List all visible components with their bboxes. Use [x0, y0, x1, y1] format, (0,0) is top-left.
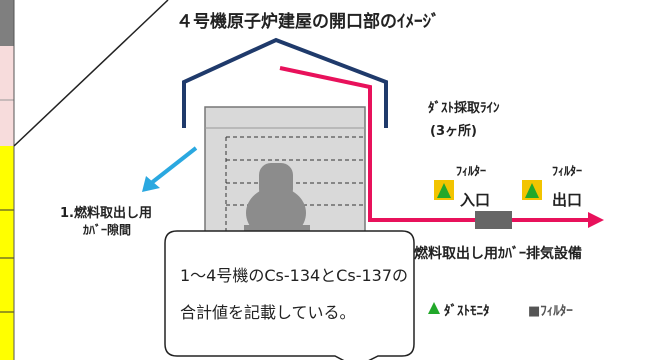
left-table-fragment — [0, 0, 169, 360]
callout-line1: 1～4号機のCs-134とCs-137の — [180, 266, 409, 285]
exhaust-equipment-label: 燃料取出し用ｶﾊﾞｰ排気設備 — [414, 246, 582, 262]
dust-sampling-label: ﾀﾞｽﾄ採取ﾗｲﾝ — [428, 101, 500, 116]
cover-gap-label-line2: ｶﾊﾞｰ隙間 — [83, 223, 132, 237]
cover-gap-arrowhead — [142, 176, 160, 192]
callout-bubble — [164, 230, 415, 360]
table-yellow-cells — [0, 146, 14, 360]
diagram-title: ４号機原子炉建屋の開口部のｲﾒｰｼﾞ — [176, 12, 440, 32]
cover-gap-label-line1: 1.燃料取出し用 — [60, 206, 152, 221]
inlet-label: 入口 — [460, 191, 491, 209]
outlet-label: 出口 — [552, 191, 583, 209]
cover-roof — [182, 37, 388, 128]
diagonal-line — [13, 0, 169, 147]
filter-label-outlet: ﾌｨﾙﾀｰ — [552, 164, 583, 178]
table-pink-cell — [0, 46, 14, 146]
legend-dust-monitor: ﾀﾞｽﾄﾓﾆﾀ — [444, 304, 490, 319]
duct-arrowhead — [588, 212, 604, 228]
cover-gap-arrow — [148, 146, 198, 186]
table-header-cell — [0, 0, 14, 46]
filter-label-inlet: ﾌｨﾙﾀｰ — [456, 164, 487, 178]
legend-monitor-icon — [428, 302, 440, 314]
dust-monitor-inlet — [434, 180, 454, 200]
callout-line2: 合計値を記載している。 — [180, 303, 356, 322]
dust-sampling-count: (3ヶ所) — [430, 124, 477, 139]
filter-box — [475, 211, 512, 229]
duct-line — [279, 66, 475, 222]
dust-monitor-outlet — [522, 180, 542, 200]
legend-filter: ■ﾌｨﾙﾀｰ — [528, 304, 573, 319]
